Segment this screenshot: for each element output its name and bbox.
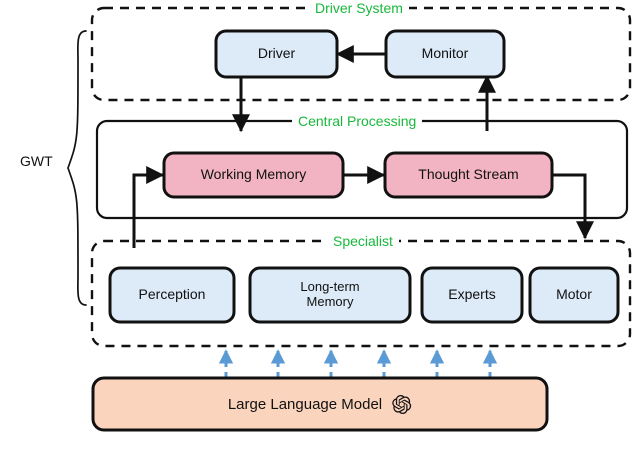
openai-logo [391, 394, 412, 415]
edge-specialist-to-wm [132, 166, 165, 248]
group-label-driver-system: Driver System [309, 1, 409, 15]
llm-label-row: Large Language Model [93, 378, 547, 430]
node-box-large-language-model[interactable] [91, 376, 549, 432]
node-box-experts[interactable] [420, 266, 524, 324]
node-label-long-term-memory-line2: Memory [306, 294, 354, 309]
node-label-long-term-memory-line1: Long-term [300, 279, 360, 295]
node-label-driver: Driver [257, 45, 296, 62]
node-label-working-memory: Working Memory [200, 166, 307, 183]
node-label-long-term-memory: Long-term Memory [250, 268, 410, 322]
node-label-motor: Motor [556, 286, 592, 303]
node-label-thought-stream: Thought Stream [418, 166, 519, 183]
node-box-working-memory[interactable] [162, 151, 345, 199]
node-box-long-term-memory[interactable] [248, 266, 412, 324]
node-box-perception[interactable] [108, 266, 236, 324]
node-label-large-language-model: Large Language Model [227, 395, 383, 413]
gwt-bracket-label: GWT [20, 153, 53, 169]
group-label-central-processing: Central Processing [292, 114, 423, 128]
node-box-driver[interactable] [214, 29, 339, 79]
node-box-thought-stream[interactable] [383, 151, 554, 199]
gwt-bracket [67, 30, 87, 306]
node-label-experts: Experts [448, 286, 496, 303]
node-box-monitor[interactable] [384, 29, 506, 79]
edge-ts-to-specialist [552, 173, 594, 240]
node-label-monitor: Monitor [421, 45, 469, 62]
node-box-motor[interactable] [528, 266, 620, 324]
node-label-perception: Perception [138, 286, 206, 303]
llm-feed-arrows [218, 349, 498, 378]
group-label-specialist: Specialist [327, 234, 399, 248]
